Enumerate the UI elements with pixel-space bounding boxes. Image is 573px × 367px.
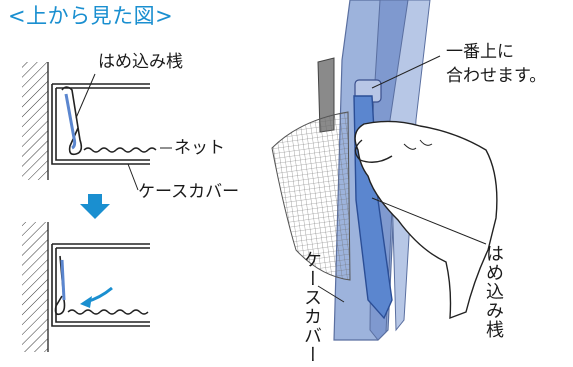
finger-crease	[403, 139, 433, 150]
net-wave	[67, 309, 149, 315]
arrow-down-icon	[80, 194, 110, 219]
label-case-cover-mid: ケースカバー	[138, 182, 240, 202]
hamekomi-strip-fill	[64, 93, 77, 150]
leader-hamekomi	[75, 73, 96, 119]
label-net: ネット	[174, 138, 225, 158]
diagram-title: <上から見た図>	[8, 4, 174, 28]
mesh-net	[271, 111, 351, 281]
curved-arrow-icon	[80, 286, 113, 308]
hamekomi-strip-fill	[60, 259, 66, 301]
label-case-cover-vertical: ケースカバー	[301, 250, 322, 364]
hamekomi-strip	[54, 255, 66, 316]
label-hamekomi-vertical: はめ込み桟	[483, 244, 504, 339]
install-illustration	[271, 0, 498, 341]
wall-hatch	[22, 222, 48, 352]
case-cover-profile	[51, 243, 150, 327]
net-wave	[83, 147, 157, 153]
hamekomi-strip	[61, 86, 83, 156]
case-cover-profile	[51, 83, 150, 165]
wall-hatch	[22, 62, 48, 180]
top-view-after	[22, 222, 150, 352]
thumb	[354, 139, 393, 163]
label-align-line1: 一番上に	[446, 42, 514, 62]
label-align-line2: 合わせます。	[446, 66, 547, 86]
label-hamekomi-top: はめ込み桟	[98, 52, 183, 72]
leader-hamekomi-right	[371, 197, 487, 245]
leader-case-cover	[127, 163, 139, 191]
top-view-before	[22, 62, 172, 191]
leader-top-align	[371, 55, 441, 89]
leader-case-cover-right	[317, 285, 345, 303]
